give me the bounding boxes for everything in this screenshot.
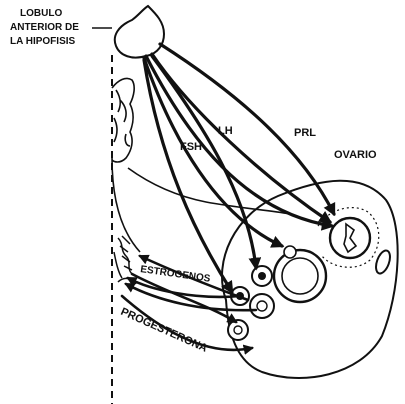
face-profile xyxy=(112,78,134,162)
follicle-secondary xyxy=(250,294,274,318)
prl-label: PRL xyxy=(294,127,316,139)
progesterone-label: PROGESTERONA xyxy=(119,306,209,355)
corpus-luteum-small xyxy=(373,249,392,276)
pituitary-label-line3: LA HIPOFISIS xyxy=(10,36,76,47)
pituitary-label-line1: LOBULO xyxy=(20,8,62,19)
follicle-primordial xyxy=(228,320,248,340)
lh-label: LH xyxy=(218,125,233,137)
pituitary-label-line2: ANTERIOR DE xyxy=(10,22,79,33)
fsh-label: FSH xyxy=(180,141,202,153)
follicle-large xyxy=(330,218,370,258)
follicle-antral xyxy=(274,246,326,302)
ovary-label: OVARIO xyxy=(334,149,377,161)
pituitary-gland xyxy=(115,6,164,58)
